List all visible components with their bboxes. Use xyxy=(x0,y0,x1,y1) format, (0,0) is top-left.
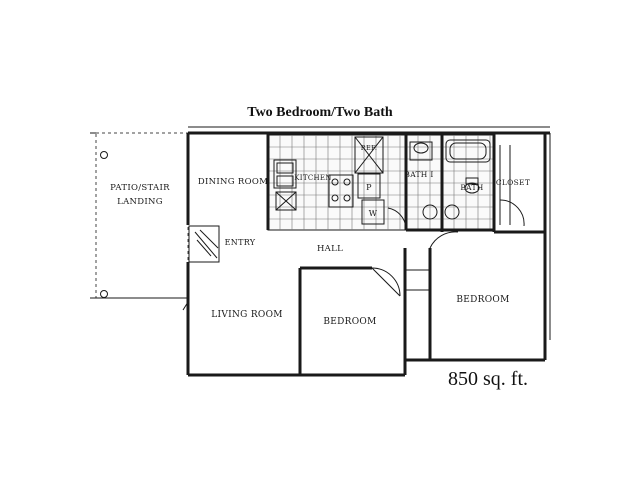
patio-label-line2: LANDING xyxy=(117,197,163,207)
bath2-label: BATH xyxy=(460,183,483,192)
bathtub-icon xyxy=(445,139,491,163)
refrigerator xyxy=(354,136,384,174)
kitchen-label: KITCHEN xyxy=(294,174,331,182)
patio-label-line1: PATIO/STAIR xyxy=(110,183,170,193)
interior-walls xyxy=(266,133,545,375)
exterior-walls xyxy=(186,126,551,377)
patio-stair-landing xyxy=(90,132,189,311)
washer xyxy=(361,199,385,225)
bath1-sink-icon xyxy=(422,204,438,220)
closet-label: CLOSET xyxy=(496,178,530,187)
dishwasher xyxy=(275,191,297,211)
door-swings xyxy=(299,199,525,297)
room-labels: PATIO/STAIR LANDING DINING ROOM KITCHEN … xyxy=(110,144,530,327)
pantry xyxy=(357,173,381,199)
washer-label: W xyxy=(369,209,378,218)
bath-fixtures xyxy=(409,139,491,220)
kitchen-fixtures xyxy=(273,136,385,225)
light-fixture-icon xyxy=(100,151,108,159)
hall-label: HALL xyxy=(317,244,343,254)
sink-icon xyxy=(273,159,297,189)
entry-label: ENTRY xyxy=(225,238,256,247)
light-fixture-icon xyxy=(100,290,108,298)
bedroom1-label: BEDROOM xyxy=(323,317,376,327)
toilet-icon xyxy=(464,182,480,194)
toilet-icon xyxy=(409,141,433,161)
bath1-label: BATH I xyxy=(404,170,433,179)
kitchen-tile-area xyxy=(267,134,407,231)
pantry-label: P xyxy=(366,183,372,192)
dining-room-label: DINING ROOM xyxy=(198,177,268,187)
square-footage: 850 sq. ft. xyxy=(448,368,528,390)
entry-door xyxy=(188,225,220,263)
bedroom2-label: BEDROOM xyxy=(456,295,509,305)
stove xyxy=(328,174,354,208)
living-room-label: LIVING ROOM xyxy=(211,310,283,320)
plan-title: Two Bedroom/Two Bath xyxy=(247,105,393,120)
ref-label: REF. xyxy=(361,144,377,152)
bath2-sink-icon xyxy=(444,204,460,220)
